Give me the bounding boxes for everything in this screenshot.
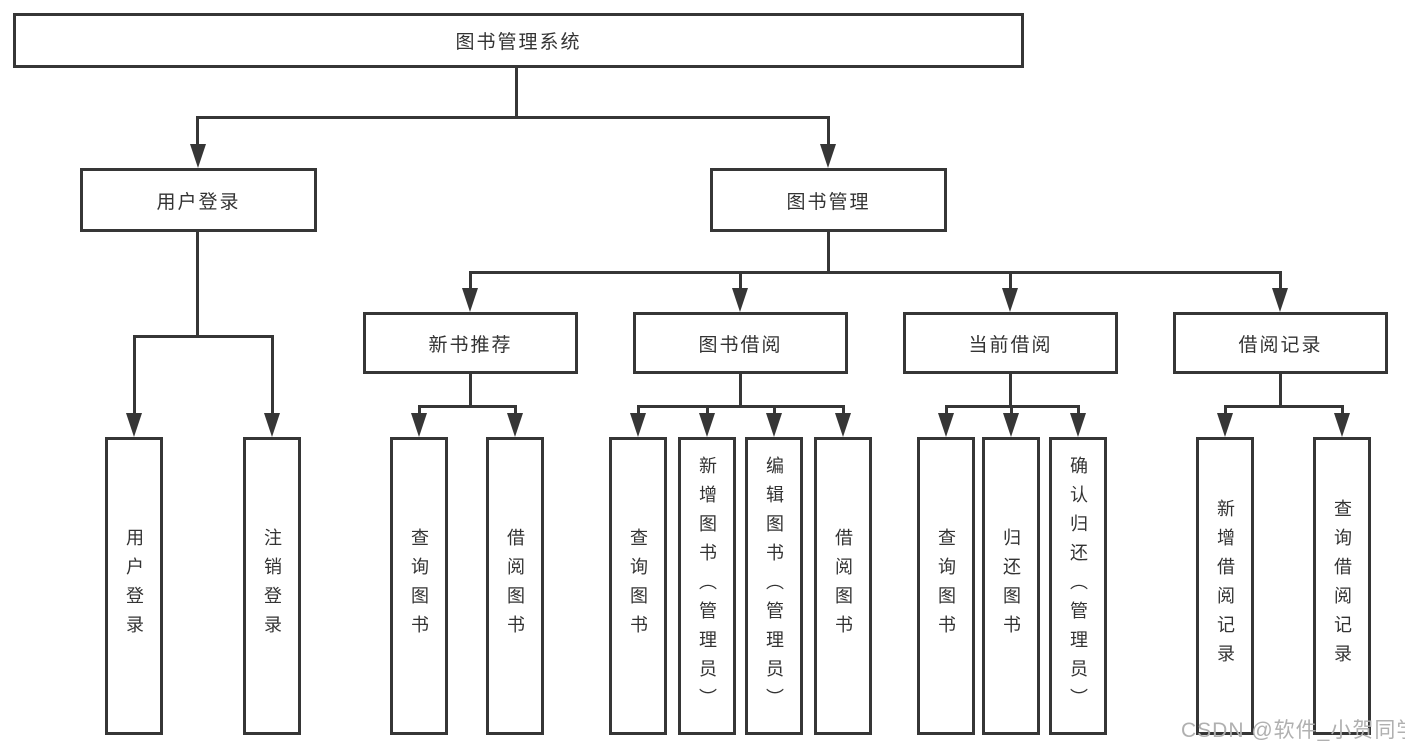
leaf-borrow-books-label: 借阅图书 [833,528,853,644]
connector-line [196,116,199,148]
connector-line [637,405,640,417]
arrowhead-icon [411,413,427,437]
connector-line [418,405,421,417]
arrowhead-icon [732,288,748,312]
arrowhead-icon [835,413,851,437]
arrowhead-icon [1003,413,1019,437]
connector-line [1077,405,1080,417]
node-current-borrowing: 当前借阅 [903,312,1118,374]
arrowhead-icon [1217,413,1233,437]
connector-line [773,405,776,417]
connector-line [827,232,830,274]
connector-line [514,405,517,417]
connector-line [1341,405,1344,417]
csdn-watermark: CSDN @软件_小贺同学 [1181,719,1405,742]
connector-line [469,271,472,293]
arrowhead-icon [699,413,715,437]
connector-line [1009,271,1012,293]
leaf-add-borrow-record: 新增借阅记录 [1196,437,1254,735]
leaf-borrow-query-books-label: 查询图书 [628,528,648,644]
node-borrowing-records-label: 借阅记录 [1238,334,1323,356]
leaf-user-login-label: 用户登录 [124,528,144,644]
node-current-borrowing-label: 当前借阅 [968,334,1053,356]
leaf-user-login: 用户登录 [105,437,163,735]
leaf-edit-books-admin: 编辑图书（管理员） [745,437,803,735]
node-book-management-label: 图书管理 [786,191,871,213]
connector-line [515,66,518,118]
leaf-borrow-books: 借阅图书 [814,437,872,735]
arrowhead-icon [1334,413,1350,437]
arrowhead-icon [766,413,782,437]
connector-line [196,116,830,119]
node-book-management: 图书管理 [710,168,947,232]
leaf-return-books-label: 归还图书 [1001,528,1021,644]
node-root-label: 图书管理系统 [455,32,582,53]
leaf-add-books-admin-label: 新增图书（管理员） [697,455,717,717]
connector-line [133,335,136,417]
connector-line [827,116,830,148]
leaf-add-borrow-record-label: 新增借阅记录 [1215,499,1235,673]
leaf-newbook-borrow-books: 借阅图书 [486,437,544,735]
leaf-confirm-return-admin: 确认归还（管理员） [1049,437,1107,735]
connector-line [133,335,274,338]
connector-line [1009,374,1012,408]
node-new-book-recommend: 新书推荐 [363,312,578,374]
leaf-query-borrow-record-label: 查询借阅记录 [1332,499,1352,673]
leaf-logout: 注销登录 [243,437,301,735]
leaf-add-books-admin: 新增图书（管理员） [678,437,736,735]
connector-line [739,271,742,293]
leaf-confirm-return-admin-label: 确认归还（管理员） [1068,455,1088,717]
node-user-login: 用户登录 [80,168,317,232]
arrowhead-icon [264,413,280,437]
leaf-current-query-books-label: 查询图书 [936,528,956,644]
node-book-borrowing-label: 图书借阅 [698,334,783,356]
leaf-newbook-borrow-books-label: 借阅图书 [505,528,525,644]
arrowhead-icon [1070,413,1086,437]
leaf-current-query-books: 查询图书 [917,437,975,735]
connector-line [637,405,845,408]
arrowhead-icon [1272,288,1288,312]
arrowhead-icon [630,413,646,437]
leaf-newbook-query-books-label: 查询图书 [409,528,429,644]
arrowhead-icon [820,144,836,168]
arrowhead-icon [126,413,142,437]
connector-line [945,405,948,417]
node-user-login-label: 用户登录 [156,191,241,213]
connector-line [1279,374,1282,408]
connector-line [842,405,845,417]
connector-line [469,271,1282,274]
leaf-borrow-query-books: 查询图书 [609,437,667,735]
node-new-book-recommend-label: 新书推荐 [428,334,513,356]
connector-line [1279,271,1282,293]
connector-line [196,232,199,338]
leaf-query-borrow-record: 查询借阅记录 [1313,437,1371,735]
arrowhead-icon [938,413,954,437]
connector-line [1224,405,1344,408]
leaf-logout-label: 注销登录 [262,528,282,644]
arrowhead-icon [1002,288,1018,312]
node-root-system: 图书管理系统 [13,13,1024,68]
connector-line [418,405,517,408]
connector-line [271,335,274,417]
connector-line [1224,405,1227,417]
node-book-borrowing: 图书借阅 [633,312,848,374]
leaf-edit-books-admin-label: 编辑图书（管理员） [764,455,784,717]
leaf-return-books: 归还图书 [982,437,1040,735]
arrowhead-icon [507,413,523,437]
arrowhead-icon [190,144,206,168]
connector-line [469,374,472,408]
connector-line [739,374,742,408]
arrowhead-icon [462,288,478,312]
connector-line [706,405,709,417]
connector-line [1010,405,1013,417]
leaf-newbook-query-books: 查询图书 [390,437,448,735]
node-borrowing-records: 借阅记录 [1173,312,1388,374]
